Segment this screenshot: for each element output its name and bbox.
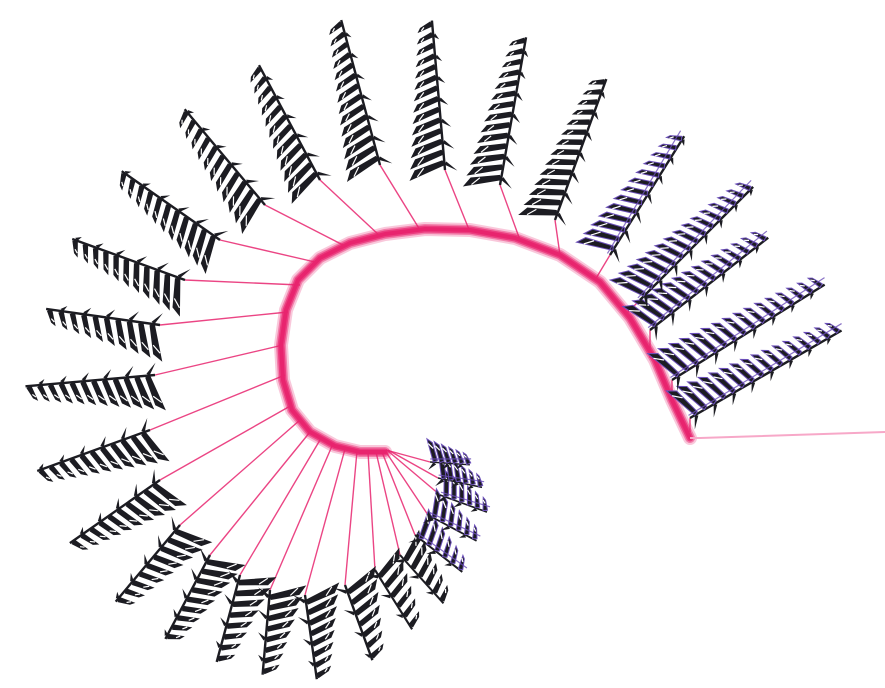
spiral-spine xyxy=(281,229,885,452)
leaflet-small xyxy=(112,498,124,510)
fern-stem xyxy=(180,420,300,525)
fern-frond xyxy=(24,362,164,421)
fern-frond xyxy=(520,67,618,231)
fern-stem xyxy=(320,180,380,236)
leaflet xyxy=(492,87,516,103)
fern-stem xyxy=(368,452,375,570)
leaflet xyxy=(229,604,258,623)
fern-stem xyxy=(265,205,345,246)
leaflet xyxy=(314,655,333,668)
leaflet xyxy=(59,382,72,403)
fern-frond xyxy=(610,160,764,314)
fern-frond xyxy=(307,17,394,181)
leaflet xyxy=(57,311,69,329)
fern-stem xyxy=(382,452,415,535)
leaflet xyxy=(328,21,344,33)
leaflet-small xyxy=(685,249,697,261)
fern-stem xyxy=(150,375,285,430)
leaflet-small xyxy=(409,572,420,583)
leaflet xyxy=(418,22,433,32)
leaflet-small xyxy=(129,484,143,498)
leaflet xyxy=(496,77,518,92)
leaflet xyxy=(417,33,434,44)
fern-frond xyxy=(251,582,306,678)
fern-frond xyxy=(332,567,405,664)
leaflet-small xyxy=(710,352,723,366)
leaflet xyxy=(315,667,331,678)
leaflet xyxy=(416,54,436,66)
leaflet xyxy=(79,314,93,337)
leaflet-small xyxy=(146,469,161,485)
leaflet-small xyxy=(245,174,259,188)
frond-rachis xyxy=(500,37,526,185)
leaflet-small xyxy=(649,325,664,341)
leaflet xyxy=(90,316,105,341)
leaflet xyxy=(503,57,522,70)
leaflet xyxy=(416,43,434,55)
leaflet xyxy=(38,384,49,401)
leaflet-small xyxy=(729,340,741,352)
leaflet-small xyxy=(444,161,457,172)
leaflet-small xyxy=(666,312,680,327)
leaflet xyxy=(265,641,286,654)
fern-frond xyxy=(63,466,186,572)
leaflet xyxy=(265,629,289,643)
leaflet-small xyxy=(230,158,243,170)
leaflet-small xyxy=(381,591,392,602)
fern-frond xyxy=(623,208,778,344)
leaflet xyxy=(68,312,81,332)
fern-frond xyxy=(397,19,458,180)
leaflet-small xyxy=(146,363,157,376)
fern-stem xyxy=(270,446,332,590)
leaflet xyxy=(263,664,279,674)
leaflet xyxy=(500,67,521,81)
leaflet xyxy=(46,309,57,325)
fern-stem xyxy=(155,345,283,375)
spine-stroke xyxy=(281,229,690,452)
leaflet-small xyxy=(690,364,704,379)
spine-stroke xyxy=(281,229,690,452)
leaflet-small xyxy=(670,264,683,277)
fern-stem xyxy=(305,449,345,595)
leaflet xyxy=(466,470,478,486)
leaflet xyxy=(27,385,37,400)
leaflet-small xyxy=(165,516,181,531)
fern-stem xyxy=(210,432,310,555)
fern-stem xyxy=(185,280,300,285)
fern-stem xyxy=(240,440,320,575)
leaflet xyxy=(101,317,118,344)
fern-frond xyxy=(41,297,168,361)
leaflet xyxy=(226,616,252,634)
fern-stem xyxy=(386,450,430,462)
leaflet-small xyxy=(701,285,713,297)
spine-stroke xyxy=(281,229,690,452)
leaflet-small xyxy=(428,462,436,471)
leaflet xyxy=(264,653,283,665)
spine-tail xyxy=(690,432,885,438)
spine-stroke xyxy=(281,229,690,452)
fern-frond xyxy=(60,227,195,315)
fern-stem xyxy=(220,240,315,262)
fern-stem xyxy=(160,405,292,480)
fern-stem xyxy=(345,451,357,585)
fern-stem xyxy=(388,450,438,478)
fern-fronds xyxy=(24,17,850,681)
fern-stem xyxy=(386,452,428,515)
frond-accent xyxy=(687,324,843,416)
leaflet xyxy=(507,46,524,58)
leaflet xyxy=(48,383,60,402)
leaflet-small xyxy=(683,298,696,311)
fern-frond xyxy=(464,31,538,194)
leaflet-small xyxy=(259,190,275,206)
